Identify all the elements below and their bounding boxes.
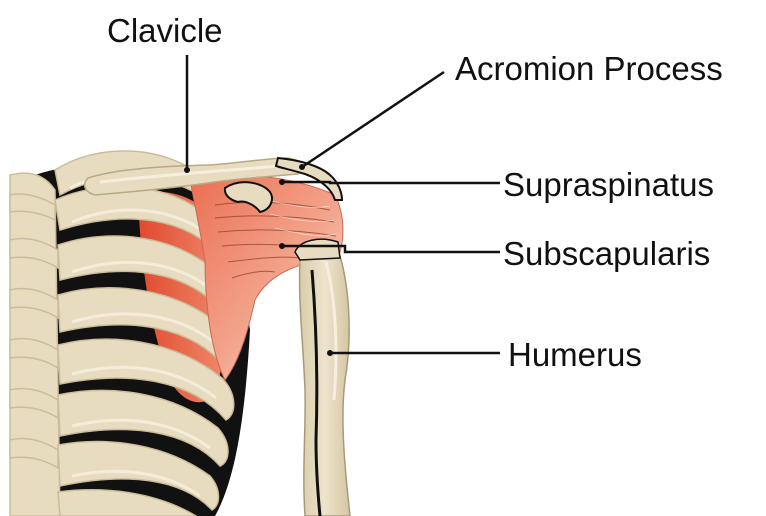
label-clavicle: Clavicle (107, 12, 223, 49)
label-subscapularis: Subscapularis (503, 235, 710, 272)
label-acromion-process: Acromion Process (455, 50, 723, 87)
supraspinatus-leader (282, 182, 500, 183)
humerus-bone (295, 239, 350, 516)
acromion-leader (302, 72, 444, 167)
label-supraspinatus: Supraspinatus (503, 166, 714, 203)
label-humerus: Humerus (508, 336, 642, 373)
